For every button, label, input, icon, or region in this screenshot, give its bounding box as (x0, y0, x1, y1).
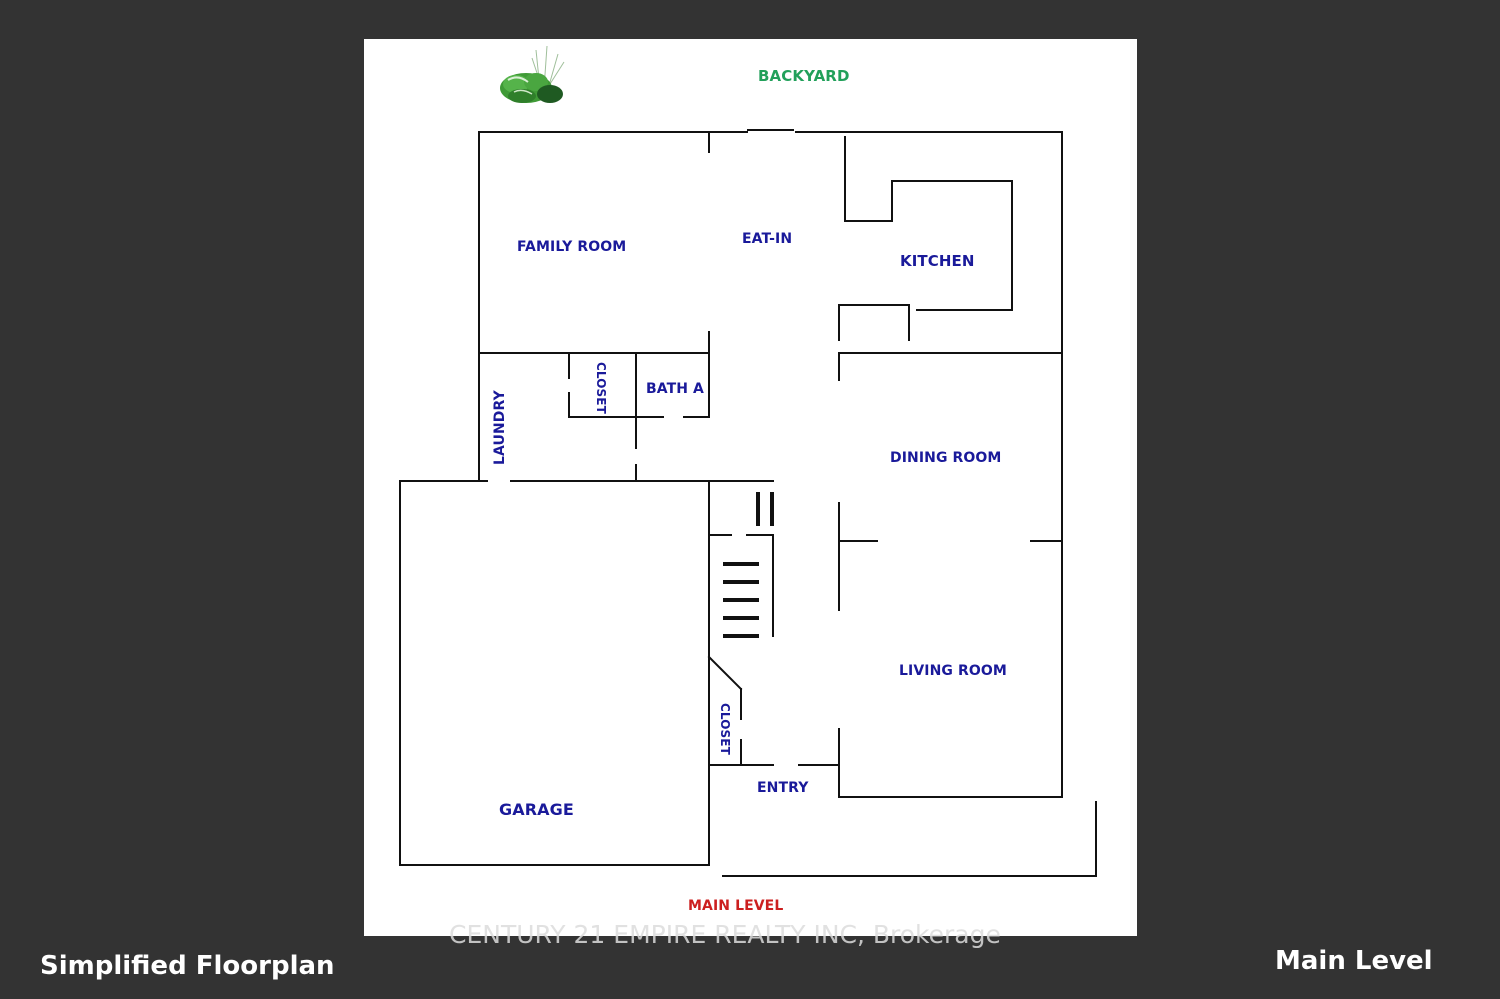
room-label-laundry: LAUNDRY (492, 390, 508, 465)
backyard-label: BACKYARD (758, 67, 850, 85)
room-label-kitchen: KITCHEN (900, 252, 975, 270)
room-label-bath-a: BATH A (646, 381, 704, 397)
room-label-garage: GARAGE (499, 800, 574, 819)
room-label-family-room: FAMILY ROOM (517, 239, 627, 255)
floorplan-walls (399, 129, 1097, 877)
room-label-closet-lower: CLOSET (718, 703, 732, 755)
level-title: Main Level (1275, 946, 1433, 976)
floorplan-sheet: BACKYARD FAMILY ROOM EAT-IN KITCHEN CLOS… (364, 39, 1137, 936)
shrub-icon (500, 45, 565, 103)
room-label-dining-room: DINING ROOM (890, 450, 1002, 466)
room-label-living-room: LIVING ROOM (899, 663, 1007, 679)
floorplan-title: Simplified Floorplan (40, 951, 335, 981)
room-label-entry: ENTRY (757, 780, 809, 796)
stairs-icon (723, 492, 774, 638)
room-label-eat-in: EAT-IN (742, 231, 793, 247)
room-label-closet-upper: CLOSET (594, 362, 608, 414)
level-label: MAIN LEVEL (688, 898, 784, 914)
brokerage-watermark: CENTURY 21 EMPIRE REALTY INC, Brokerage (449, 920, 1001, 949)
